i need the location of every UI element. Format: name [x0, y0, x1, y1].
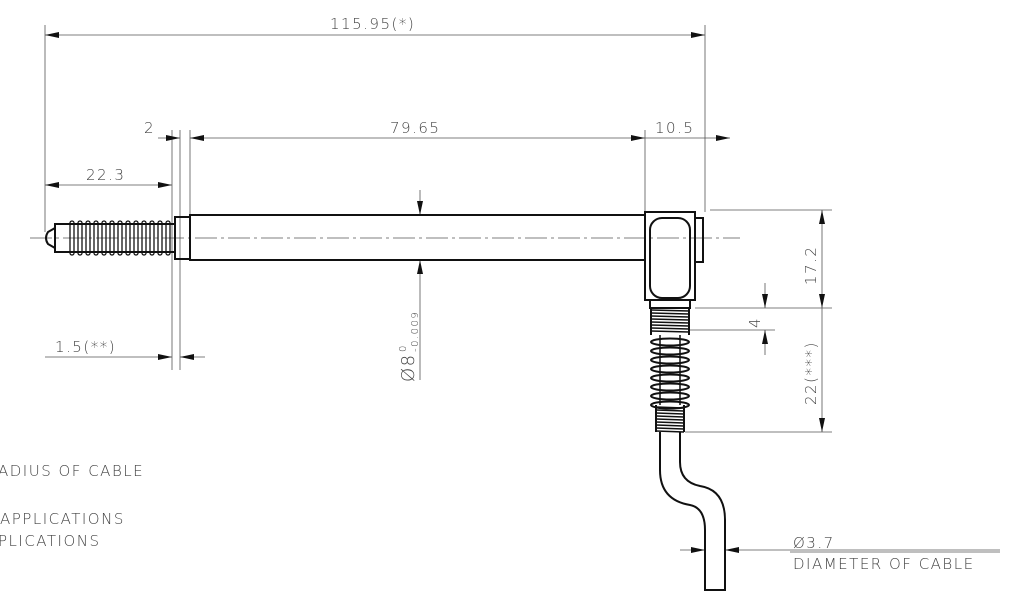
note-applications-1: APPLICATIONS	[0, 510, 125, 528]
spring-line	[655, 424, 685, 427]
diameter-base: Ø8	[398, 353, 419, 382]
spring-line	[655, 418, 685, 421]
spring-coil	[650, 382, 690, 392]
note-radius: ADIUS OF CABLE	[0, 462, 144, 480]
cable	[659, 432, 726, 591]
dim-cable-diameter: Ø3.7	[793, 534, 835, 552]
spring-line	[650, 318, 690, 321]
spring-coil	[650, 346, 690, 356]
spring-line	[650, 321, 690, 324]
dim-spring-length: 22(***)	[802, 341, 820, 405]
thread-ridge	[77, 220, 83, 256]
probe-shaft	[189, 214, 646, 261]
dim-collar: 2	[144, 119, 155, 137]
housing	[644, 211, 704, 301]
spring-line	[655, 421, 685, 424]
dim-thread-length: 4	[746, 317, 764, 328]
tolerance-lower: -0.009	[410, 311, 421, 352]
dim-shaft-length: 79.65	[390, 119, 440, 137]
spring-coil	[650, 391, 690, 401]
thread-ridge	[141, 220, 147, 256]
dimension-lines	[45, 32, 1000, 553]
thread-ridge	[117, 220, 123, 256]
spring-line	[655, 412, 685, 415]
spring-line	[655, 427, 685, 430]
thread-ridge	[69, 220, 75, 256]
thread-ridge	[157, 220, 163, 256]
spring	[649, 299, 691, 433]
spring-line	[655, 430, 685, 433]
thread-ridge	[101, 220, 107, 256]
dim-tip-length: 22.3	[86, 166, 125, 184]
thread-ridge	[109, 220, 115, 256]
dim-housing-width: 10.5	[655, 119, 694, 137]
spring-line	[650, 324, 690, 327]
spring-line	[655, 409, 685, 412]
probe-tip	[45, 216, 191, 260]
spring-coil	[650, 337, 690, 347]
spring-coil	[650, 364, 690, 374]
dim-housing-height: 17.2	[802, 246, 820, 285]
spring-line	[650, 309, 690, 312]
dim-diameter: Ø8 0 -0.009	[398, 311, 421, 382]
spring-line	[655, 415, 685, 418]
spring-coil	[650, 355, 690, 365]
spring-line	[650, 330, 690, 333]
spring-line	[650, 327, 690, 330]
spring-line	[655, 406, 685, 409]
thread-ridge	[149, 220, 155, 256]
note-applications-2: PLICATIONS	[0, 532, 101, 550]
spring-line	[650, 315, 690, 318]
thread-ridge	[93, 220, 99, 256]
extension-lines	[44, 25, 832, 560]
spring-coil	[650, 373, 690, 383]
thread-ridge	[165, 220, 171, 256]
dim-collar-offset: 1.5(**)	[55, 338, 116, 356]
thread-ridge	[133, 220, 139, 256]
dim-overall-length: 115.95(*)	[330, 15, 415, 33]
thread-ridge	[85, 220, 91, 256]
spring-line	[650, 312, 690, 315]
thread-ridge	[125, 220, 131, 256]
cable-diameter-label: DIAMETER OF CABLE	[793, 555, 975, 573]
spring-coil	[650, 400, 690, 410]
tolerance-upper: 0	[398, 344, 409, 352]
